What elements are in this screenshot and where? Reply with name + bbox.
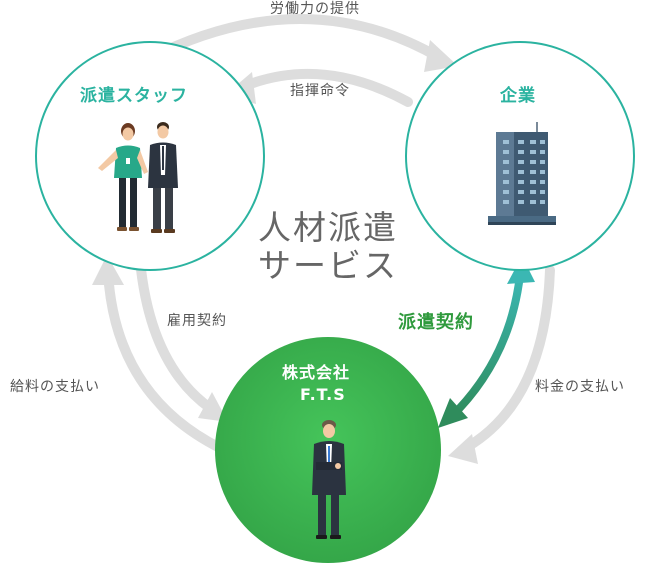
salary-arrow xyxy=(103,267,225,453)
staff-title: 派遣スタッフ xyxy=(80,86,188,106)
salary-arrowhead xyxy=(92,255,124,285)
male-staff-figure xyxy=(148,122,178,233)
flow-arrows xyxy=(103,14,555,455)
fee-label: 料金の支払い xyxy=(535,379,625,395)
center-title-line1: 人材派遣 xyxy=(258,208,398,247)
command-arrow xyxy=(235,68,413,107)
female-staff-figure xyxy=(98,123,148,231)
dispatch-contract-label: 派遣契約 xyxy=(398,312,474,333)
labor-arrow xyxy=(145,14,445,63)
center-title-line2: サービス xyxy=(258,246,398,285)
command-label: 指揮命令 xyxy=(290,83,350,99)
fee-arrowhead xyxy=(448,434,478,464)
building-icon xyxy=(488,122,556,225)
salary-label: 給料の支払い xyxy=(10,379,100,395)
dispatch-arrowhead-bottom xyxy=(438,398,468,428)
employment-arrow xyxy=(135,255,215,413)
employment-arrowhead xyxy=(198,392,228,422)
labor-label: 労働力の提供 xyxy=(270,1,360,17)
company-title: 企業 xyxy=(500,86,536,106)
labor-arrowhead xyxy=(424,40,458,72)
dispatch-contract-arrow xyxy=(438,256,535,428)
fts-title-line2: F.T.S xyxy=(300,385,346,404)
fts-businessman-figure xyxy=(312,420,346,539)
fts-title-line1: 株式会社 xyxy=(282,363,351,382)
employment-label: 雇用契約 xyxy=(167,313,227,329)
fee-arrow xyxy=(457,265,555,455)
